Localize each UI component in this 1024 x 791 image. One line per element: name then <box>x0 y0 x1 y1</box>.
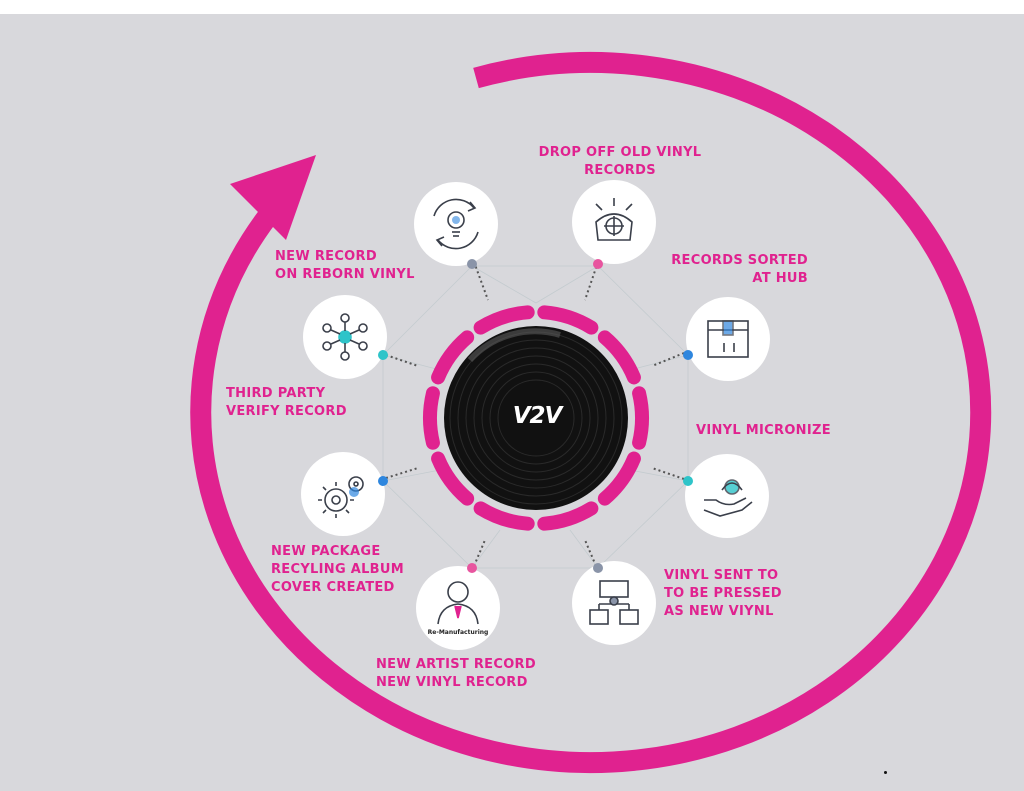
ring-segment <box>537 305 599 335</box>
step-node-pressed <box>572 561 656 645</box>
step-node-verify <box>303 295 387 379</box>
label-micronize: VINYL MICRONIZE <box>696 423 831 438</box>
vinyl-record <box>444 326 628 510</box>
connector-dot-package <box>378 476 388 486</box>
step-node-package <box>301 452 385 536</box>
connector-dot-reborn <box>467 259 477 269</box>
step-node-reborn <box>414 182 498 266</box>
connector-dot-artist <box>467 563 477 573</box>
ring-segment <box>473 501 535 531</box>
step-node-micronize <box>685 454 769 538</box>
connector-dot-micronize <box>683 476 693 486</box>
connector-dot-pressed <box>593 563 603 573</box>
ring-segment <box>473 305 535 335</box>
ring-segment <box>431 330 475 385</box>
network-hierarchy-icon <box>589 580 639 625</box>
gears-icon <box>318 476 364 518</box>
vinyl-collection-icon <box>595 198 633 241</box>
hand-recycle-icon <box>703 479 753 517</box>
ring-segment <box>537 501 599 531</box>
segmented-ring <box>423 305 649 531</box>
person-manufacturing-icon <box>437 581 479 625</box>
network-nodes-icon <box>322 313 368 361</box>
step-node-drop-off <box>572 180 656 264</box>
remanufacturing-badge: Re-Manufacturing <box>427 629 489 636</box>
ring-segment <box>597 451 641 506</box>
corner-dot <box>884 771 887 774</box>
connector-dot-verify <box>378 350 388 360</box>
center-logo: V2V <box>512 403 563 429</box>
ring-segment <box>431 451 475 506</box>
lightbulb-cycle-icon <box>433 198 479 250</box>
connector-dots <box>378 259 693 573</box>
cycle-arrowhead <box>230 155 316 240</box>
step-node-sorted <box>686 297 770 381</box>
step-node-artist <box>416 566 500 650</box>
cycle-arc <box>190 52 992 773</box>
package-box-icon <box>707 320 749 358</box>
ring-segment <box>423 386 440 450</box>
connector-dot-sorted <box>683 350 693 360</box>
connector-dot-drop-off <box>593 259 603 269</box>
ring-segment <box>597 330 641 385</box>
ring-segment <box>632 386 649 450</box>
